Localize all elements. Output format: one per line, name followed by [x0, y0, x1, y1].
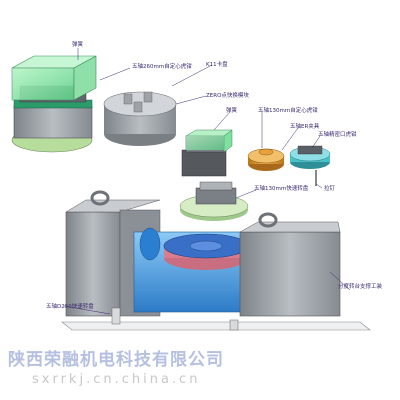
er-collet: [247, 148, 285, 171]
vise-260-assembly: [11, 55, 97, 153]
label-five-axis-130: 五轴130mm自定心虎钳: [258, 108, 318, 114]
label-spring-top: 弹簧: [72, 42, 84, 48]
watermark-company: 陕西荣融机电科技有限公司: [8, 350, 224, 370]
label-k11-chuck: K11卡盘: [206, 62, 228, 68]
watermark-url: sxrrkj.cn.china.cn: [32, 372, 201, 387]
label-flat-vise: 五轴精密口虎钳: [318, 132, 357, 138]
label-plate-130: 五轴130mm快速转盘: [254, 186, 309, 192]
label-dual-support: 分度转台支撑工装: [338, 284, 383, 290]
plate-130: [179, 181, 249, 221]
label-er-collet: 五轴ER夹具: [290, 124, 320, 130]
leader-lines: [63, 48, 351, 315]
label-base-d250: 五轴D250快速转盘: [46, 304, 94, 310]
rotary-table-unit: [61, 190, 371, 331]
vise-130-assembly: [181, 129, 233, 177]
label-spring-mid: 弹簧: [226, 108, 238, 114]
label-five-axis-260: 五轴260mm自定心虎钳: [132, 64, 192, 70]
label-zero-point: ZERO点快换模块: [206, 93, 249, 99]
chuck-assembly: [103, 91, 177, 146]
label-pin: 拉钉: [324, 186, 336, 192]
flat-vise: [289, 145, 331, 186]
